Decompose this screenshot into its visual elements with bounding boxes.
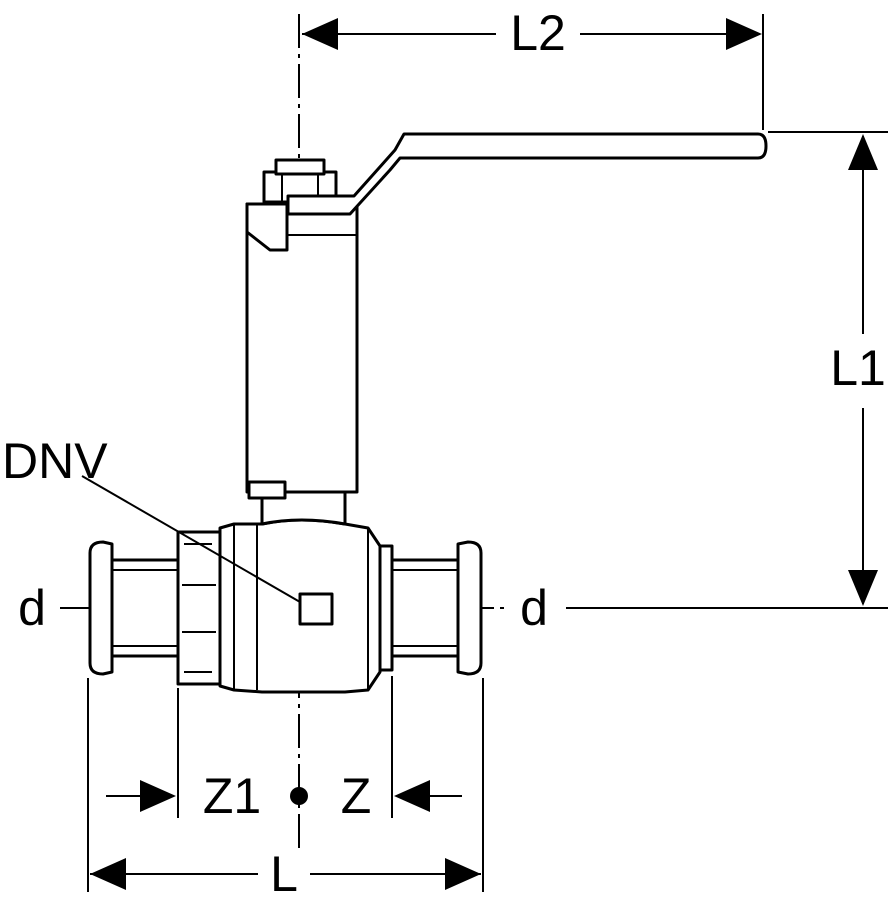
- z-dimensions: Z1 Z: [106, 768, 462, 824]
- dnv-callout: DNV: [2, 433, 301, 603]
- d-right-label: d: [520, 580, 548, 636]
- l-dimension: L: [90, 846, 481, 900]
- dnv-mark: [298, 592, 334, 626]
- l2-label: L2: [510, 5, 566, 61]
- l1-dimension: L1: [566, 131, 888, 609]
- z-label: Z: [341, 768, 372, 824]
- dnv-label: DNV: [2, 433, 108, 489]
- l2-dimension: L2: [302, 5, 764, 130]
- l1-label: L1: [830, 340, 886, 396]
- extension-lines: [87, 676, 484, 892]
- valve-handle: [245, 132, 768, 526]
- d-left-label: d: [18, 580, 46, 636]
- z1-label: Z1: [203, 768, 261, 824]
- valve-body: [88, 518, 483, 694]
- l-label: L: [270, 846, 298, 900]
- center-dot: [290, 787, 308, 805]
